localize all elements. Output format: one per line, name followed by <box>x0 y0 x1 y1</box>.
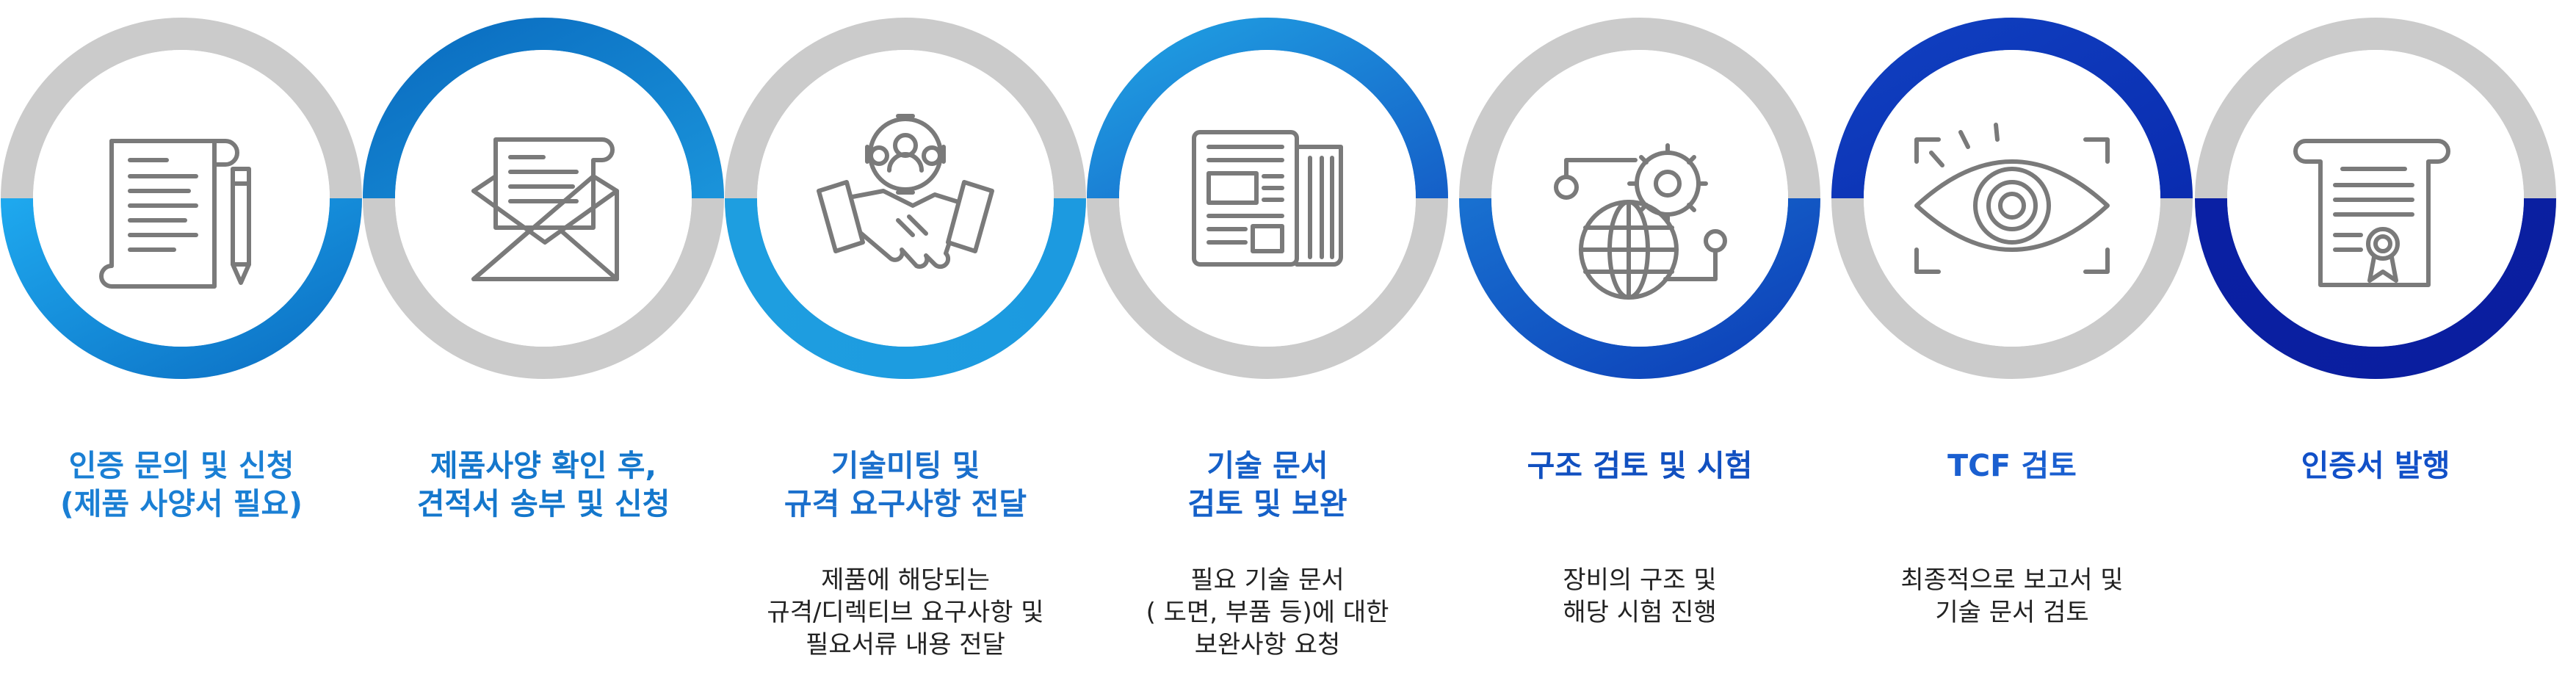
step-5-description: 장비의 구조 및 해당 시험 진행 <box>1405 564 1875 629</box>
step-3-desc-line-3: 필요서류 내용 전달 <box>806 630 1005 659</box>
step-4-title-line-2: 검토 및 보완 <box>1187 486 1347 521</box>
certificate-scroll-icon <box>2293 139 2450 287</box>
contract-scroll-pen-icon <box>99 139 251 289</box>
step-2-title: 제품사양 확인 후, 견적서 송부 및 신청 <box>338 447 749 523</box>
step-5-title: 구조 검토 및 시험 <box>1434 447 1845 485</box>
step-3-desc-line-1: 제품에 해당되는 <box>821 565 990 595</box>
step-4-desc-line-3: 보완사항 요청 <box>1194 630 1341 659</box>
step-6-title-line-1: TCF 검토 <box>1947 448 2077 483</box>
step-4-description: 필요 기술 문서 ( 도면, 부품 등)에 대한 보완사항 요청 <box>1032 564 1502 661</box>
ring-6-blue-arc <box>1831 18 2193 199</box>
ring-1-blue-arc <box>1 198 362 379</box>
step-4-desc-line-1: 필요 기술 문서 <box>1190 565 1345 595</box>
globe-gear-icon <box>1554 143 1727 300</box>
newspaper-document-icon <box>1192 130 1343 267</box>
step-6-desc-line-2: 기술 문서 검토 <box>1935 598 2089 627</box>
ring-5-blue-arc <box>1459 198 1820 379</box>
step-6-title: TCF 검토 <box>1806 447 2218 485</box>
step-3-desc-line-2: 규격/디렉티브 요구사항 및 <box>767 598 1044 627</box>
ring-4-blue-arc <box>1087 18 1448 199</box>
ring-2-blue-arc <box>363 18 724 199</box>
eye-scan-icon <box>1914 123 2110 274</box>
step-6-desc-line-1: 최종적으로 보고서 및 <box>1900 565 2124 595</box>
step-4-title: 기술 문서 검토 및 보완 <box>1062 447 1473 523</box>
step-5-desc-line-1: 장비의 구조 및 <box>1563 565 1717 595</box>
step-3-title-line-2: 규격 요구사항 전달 <box>784 486 1027 521</box>
step-7-title: 인증서 발행 <box>2170 447 2576 485</box>
step-5-desc-line-2: 해당 시험 진행 <box>1563 598 1717 627</box>
letter-envelope-icon <box>471 137 619 281</box>
ring-3-blue-arc <box>725 198 1086 379</box>
step-1-title-line-2: (제품 사양서 필요) <box>59 486 303 521</box>
step-1-title-line-1: 인증 문의 및 신청 <box>68 448 294 483</box>
step-2-title-line-2: 견적서 송부 및 신청 <box>416 486 670 521</box>
step-2-title-line-1: 제품사양 확인 후, <box>430 448 657 483</box>
step-3-title-line-1: 기술미팅 및 <box>831 448 980 483</box>
step-3-description: 제품에 해당되는 규격/디렉티브 요구사항 및 필요서류 내용 전달 <box>670 564 1140 661</box>
step-7-title-line-1: 인증서 발행 <box>2301 448 2450 483</box>
step-4-title-line-1: 기술 문서 <box>1206 448 1328 483</box>
process-ring-chain <box>1 18 2556 379</box>
ring-7-blue-arc <box>2195 198 2556 379</box>
step-5-title-line-1: 구조 검토 및 시험 <box>1527 448 1753 483</box>
step-1-title: 인증 문의 및 신청 (제품 사양서 필요) <box>0 447 387 523</box>
step-3-title: 기술미팅 및 규격 요구사항 전달 <box>700 447 1111 523</box>
handshake-team-icon <box>817 114 994 270</box>
step-6-description: 최종적으로 보고서 및 기술 문서 검토 <box>1777 564 2247 629</box>
step-4-desc-line-2: ( 도면, 부품 등)에 대한 <box>1146 598 1389 627</box>
